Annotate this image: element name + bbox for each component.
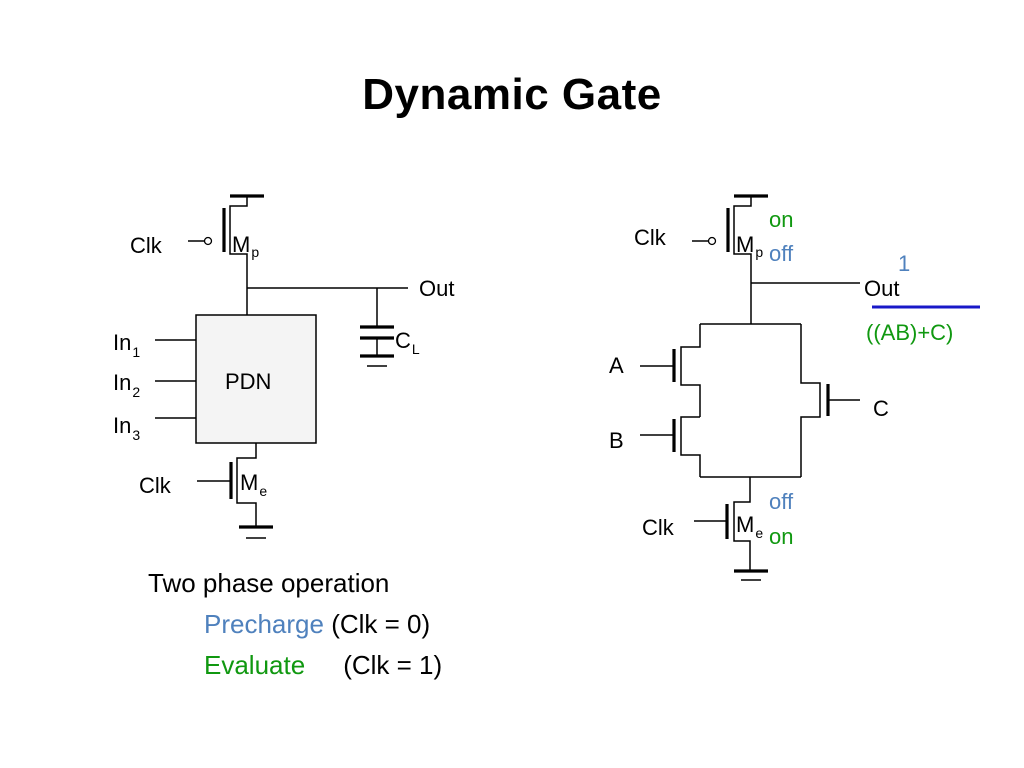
- nmos-state-on: on: [769, 524, 793, 549]
- input-c-label: C: [873, 396, 889, 421]
- pdn-label: PDN: [225, 369, 271, 394]
- nmos-b: [640, 416, 701, 477]
- precharge-condition: (Clk = 0): [331, 609, 431, 639]
- right-pmos-mp: [692, 196, 752, 324]
- right-nmos-label: Me: [736, 512, 763, 541]
- precharge-line: Precharge (Clk = 0): [148, 604, 442, 645]
- input-b-label: B: [609, 428, 624, 453]
- pmos-state-on: on: [769, 207, 793, 232]
- slide-title: Dynamic Gate: [362, 70, 662, 119]
- notes-heading: Two phase operation: [148, 568, 390, 598]
- input-label-1: In1: [113, 330, 140, 360]
- nmos-a: [640, 324, 701, 417]
- evaluate-condition: (Clk = 1): [343, 650, 443, 680]
- right-clk-bottom-label: Clk: [642, 515, 675, 540]
- logic-expression: ((AB)+C): [866, 320, 953, 345]
- left-pmos-label: Mp: [232, 232, 259, 260]
- right-circuit: Clk Mp on off 1 Out ((AB)+C) A B C Clk M…: [609, 194, 980, 581]
- left-pmos-mp: [188, 196, 248, 288]
- right-pmos-label: Mp: [736, 232, 763, 260]
- left-clk-bottom-label: Clk: [139, 473, 172, 498]
- input-a-label: A: [609, 353, 624, 378]
- left-nmos-me: [197, 443, 257, 527]
- input-label-2: In2: [113, 370, 140, 400]
- nmos-c: [800, 324, 860, 477]
- phase-notes: Two phase operation Precharge (Clk = 0) …: [148, 563, 442, 686]
- left-capacitor-cl: [360, 288, 394, 367]
- right-clk-top-label: Clk: [634, 225, 667, 250]
- input-label-3: In3: [113, 413, 140, 443]
- left-out-label: Out: [419, 276, 454, 301]
- nmos-state-off: off: [769, 489, 794, 514]
- left-cap-label: CL: [395, 328, 420, 357]
- precharge-value: 1: [898, 251, 910, 276]
- evaluate-label: Evaluate: [204, 650, 306, 680]
- left-nmos-label: Me: [240, 470, 267, 499]
- left-clk-top-label: Clk: [130, 233, 163, 258]
- right-out-label: Out: [864, 276, 899, 301]
- evaluate-line: Evaluate (Clk = 1): [148, 645, 442, 686]
- left-circuit: Clk Mp Out CL In1 In2 In3 PDN Clk Me: [113, 194, 454, 539]
- pdn-block: [195, 314, 317, 444]
- pmos-state-off: off: [769, 241, 794, 266]
- precharge-label: Precharge: [204, 609, 324, 639]
- right-nmos-me: [694, 477, 751, 571]
